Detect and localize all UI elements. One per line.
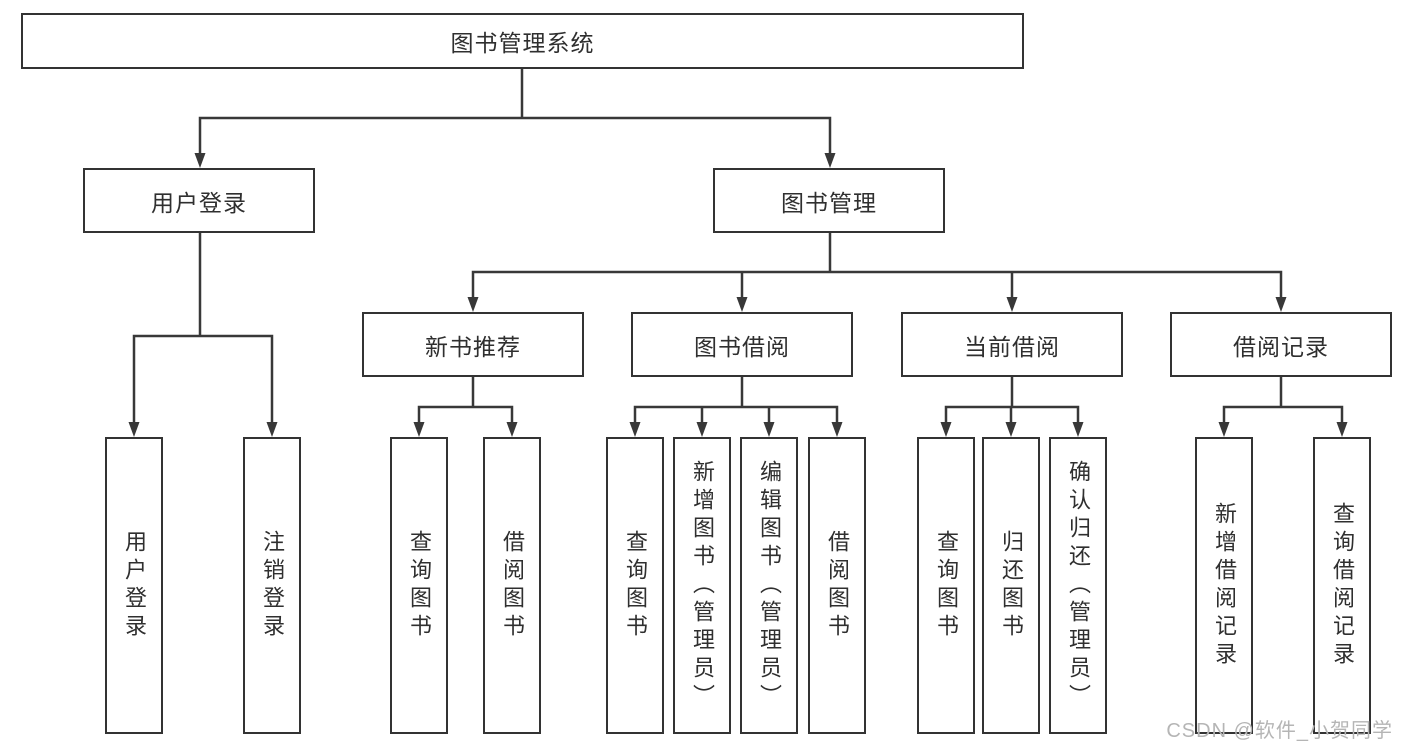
node-new-book-recommend: 新书推荐 (362, 312, 584, 377)
leaf-label: 新增借阅记录 (1212, 501, 1237, 670)
leaf-bb-borrow-books: 借阅图书 (808, 437, 866, 734)
arrowhead-icon (128, 422, 140, 437)
arrowhead-icon (1006, 297, 1018, 312)
leaf-nb-borrow-books: 借阅图书 (483, 437, 541, 734)
node-label: 图书管理 (781, 189, 877, 216)
arrowhead-icon (629, 422, 641, 437)
arrowhead-icon (506, 422, 518, 437)
node-label: 用户登录 (151, 189, 247, 216)
leaf-bb-edit-books-admin: 编辑图书（管理员） (740, 437, 798, 734)
arrowhead-icon (194, 153, 206, 168)
node-label: 图书管理系统 (450, 30, 595, 56)
arrowheads (128, 153, 1348, 437)
arrowhead-icon (266, 422, 278, 437)
leaf-label: 查询图书 (623, 529, 648, 642)
arrowhead-icon (413, 422, 425, 437)
arrowhead-icon (824, 153, 836, 168)
csdn-watermark: CSDN @软件_小贺同学 (1166, 720, 1393, 742)
leaf-cb-confirm-return-admin: 确认归还（管理员） (1049, 437, 1107, 734)
leaf-cb-query-books: 查询图书 (917, 437, 975, 734)
leaf-bb-add-books-admin: 新增图书（管理员） (673, 437, 731, 734)
node-label: 图书借阅 (694, 333, 790, 360)
leaf-label: 查询借阅记录 (1330, 501, 1355, 670)
arrowhead-icon (940, 422, 952, 437)
leaf-label: 查询图书 (934, 529, 959, 642)
arrowhead-icon (1005, 422, 1017, 437)
connector-path (132, 68, 1344, 425)
leaf-br-query-record: 查询借阅记录 (1313, 437, 1371, 734)
leaf-cb-return-books: 归还图书 (982, 437, 1040, 734)
leaf-logout: 注销登录 (243, 437, 301, 734)
node-book-borrowing: 图书借阅 (631, 312, 853, 377)
leaf-nb-query-books: 查询图书 (390, 437, 448, 734)
arrowhead-icon (831, 422, 843, 437)
leaf-label: 注销登录 (260, 529, 285, 642)
node-book-management: 图书管理 (713, 168, 945, 233)
node-label: 当前借阅 (964, 333, 1060, 360)
node-user-login: 用户登录 (83, 168, 315, 233)
leaf-label: 借阅图书 (825, 529, 850, 642)
node-label: 借阅记录 (1233, 333, 1329, 360)
node-label: 新书推荐 (425, 333, 521, 360)
node-current-borrowing: 当前借阅 (901, 312, 1123, 377)
leaf-bb-query-books: 查询图书 (606, 437, 664, 734)
leaf-user-login: 用户登录 (105, 437, 163, 734)
leaf-label: 确认归还（管理员） (1066, 459, 1091, 712)
arrowhead-icon (696, 422, 708, 437)
leaf-label: 借阅图书 (500, 529, 525, 642)
node-root: 图书管理系统 (21, 13, 1024, 69)
node-borrowing-records: 借阅记录 (1170, 312, 1392, 377)
leaf-br-add-record: 新增借阅记录 (1195, 437, 1253, 734)
leaf-label: 新增图书（管理员） (690, 459, 715, 712)
leaf-label: 查询图书 (407, 529, 432, 642)
arrowhead-icon (1072, 422, 1084, 437)
arrowhead-icon (736, 297, 748, 312)
leaf-label: 归还图书 (999, 529, 1024, 642)
arrowhead-icon (763, 422, 775, 437)
arrowhead-icon (1336, 422, 1348, 437)
arrowhead-icon (1218, 422, 1230, 437)
leaf-label: 编辑图书（管理员） (757, 459, 782, 712)
arrowhead-icon (467, 297, 479, 312)
arrowhead-icon (1275, 297, 1287, 312)
leaf-label: 用户登录 (122, 529, 147, 642)
